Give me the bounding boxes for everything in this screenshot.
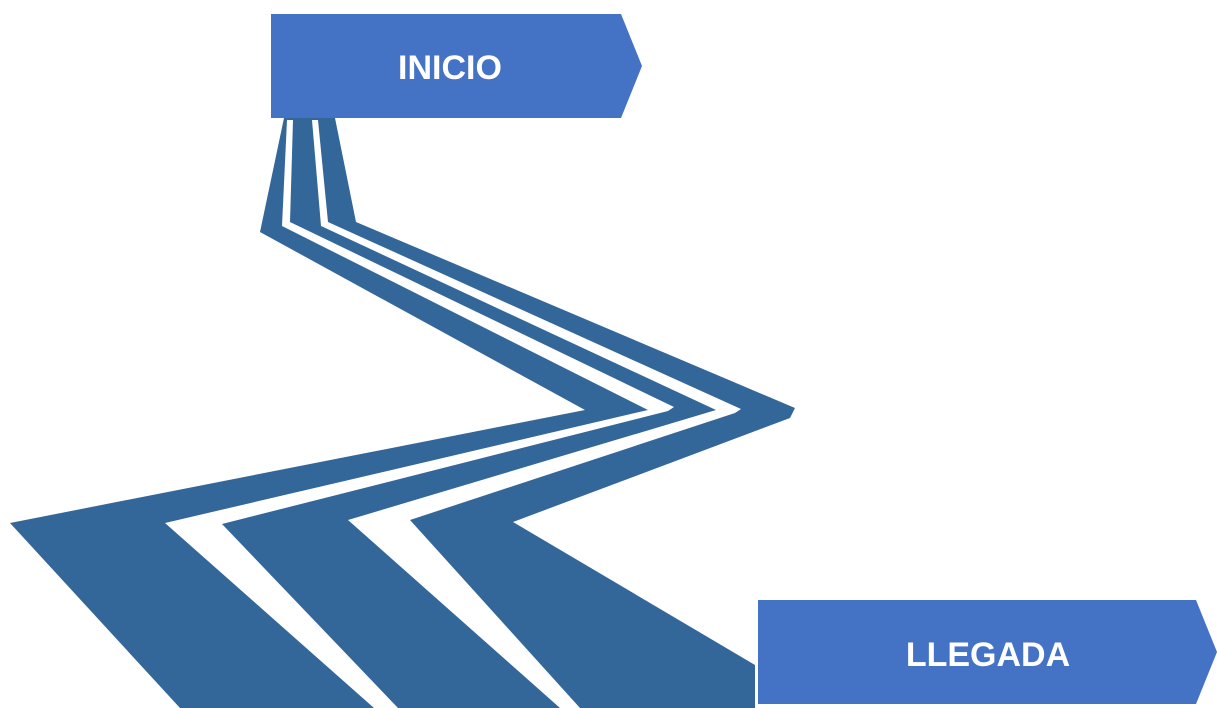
- start-label: INICIO: [398, 49, 502, 87]
- end-tag: LLEGADA: [758, 600, 1217, 704]
- end-tag-shape: [758, 600, 1217, 704]
- start-tag-shape: [271, 14, 642, 118]
- road-body: [10, 118, 795, 708]
- winding-road-icon: [10, 118, 795, 708]
- start-tag: INICIO: [271, 14, 642, 118]
- end-label: LLEGADA: [906, 636, 1070, 674]
- road-lane-line-right: [312, 120, 741, 708]
